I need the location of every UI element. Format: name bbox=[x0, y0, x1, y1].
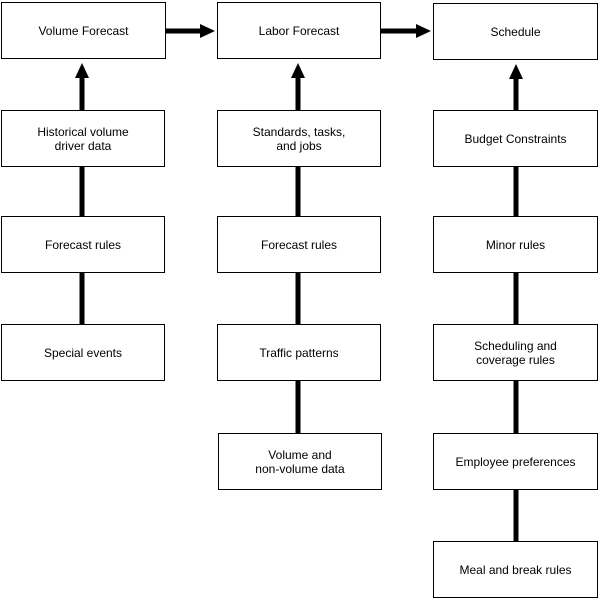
volume-forecast-box: Volume Forecast bbox=[1, 2, 166, 59]
volume-forecast-rules-box: Forecast rules bbox=[1, 216, 165, 273]
scheduling-coverage-rules-box: Scheduling and coverage rules bbox=[433, 324, 598, 381]
arrowhead-volume-to-labor bbox=[200, 24, 215, 38]
budget-constraints-box: Budget Constraints bbox=[433, 110, 598, 167]
arrowhead-budget-to-schedule bbox=[509, 64, 523, 79]
historical-volume-box: Historical volume driver data bbox=[1, 110, 165, 167]
traffic-patterns-box: Traffic patterns bbox=[217, 324, 381, 381]
labor-forecast-box: Labor Forecast bbox=[217, 2, 381, 59]
volume-nonvolume-data-box: Volume and non-volume data bbox=[218, 433, 382, 490]
arrowhead-standards-to-labor bbox=[291, 63, 305, 78]
standards-tasks-jobs-box: Standards, tasks, and jobs bbox=[217, 110, 381, 167]
schedule-box: Schedule bbox=[433, 3, 598, 60]
minor-rules-box: Minor rules bbox=[433, 216, 598, 273]
meal-break-rules-box: Meal and break rules bbox=[433, 541, 598, 598]
employee-preferences-box: Employee preferences bbox=[433, 433, 598, 490]
arrowhead-labor-to-schedule bbox=[416, 24, 431, 38]
arrowhead-hist-to-volume bbox=[75, 63, 89, 78]
labor-forecast-rules-box: Forecast rules bbox=[217, 216, 381, 273]
special-events-box: Special events bbox=[1, 324, 165, 381]
